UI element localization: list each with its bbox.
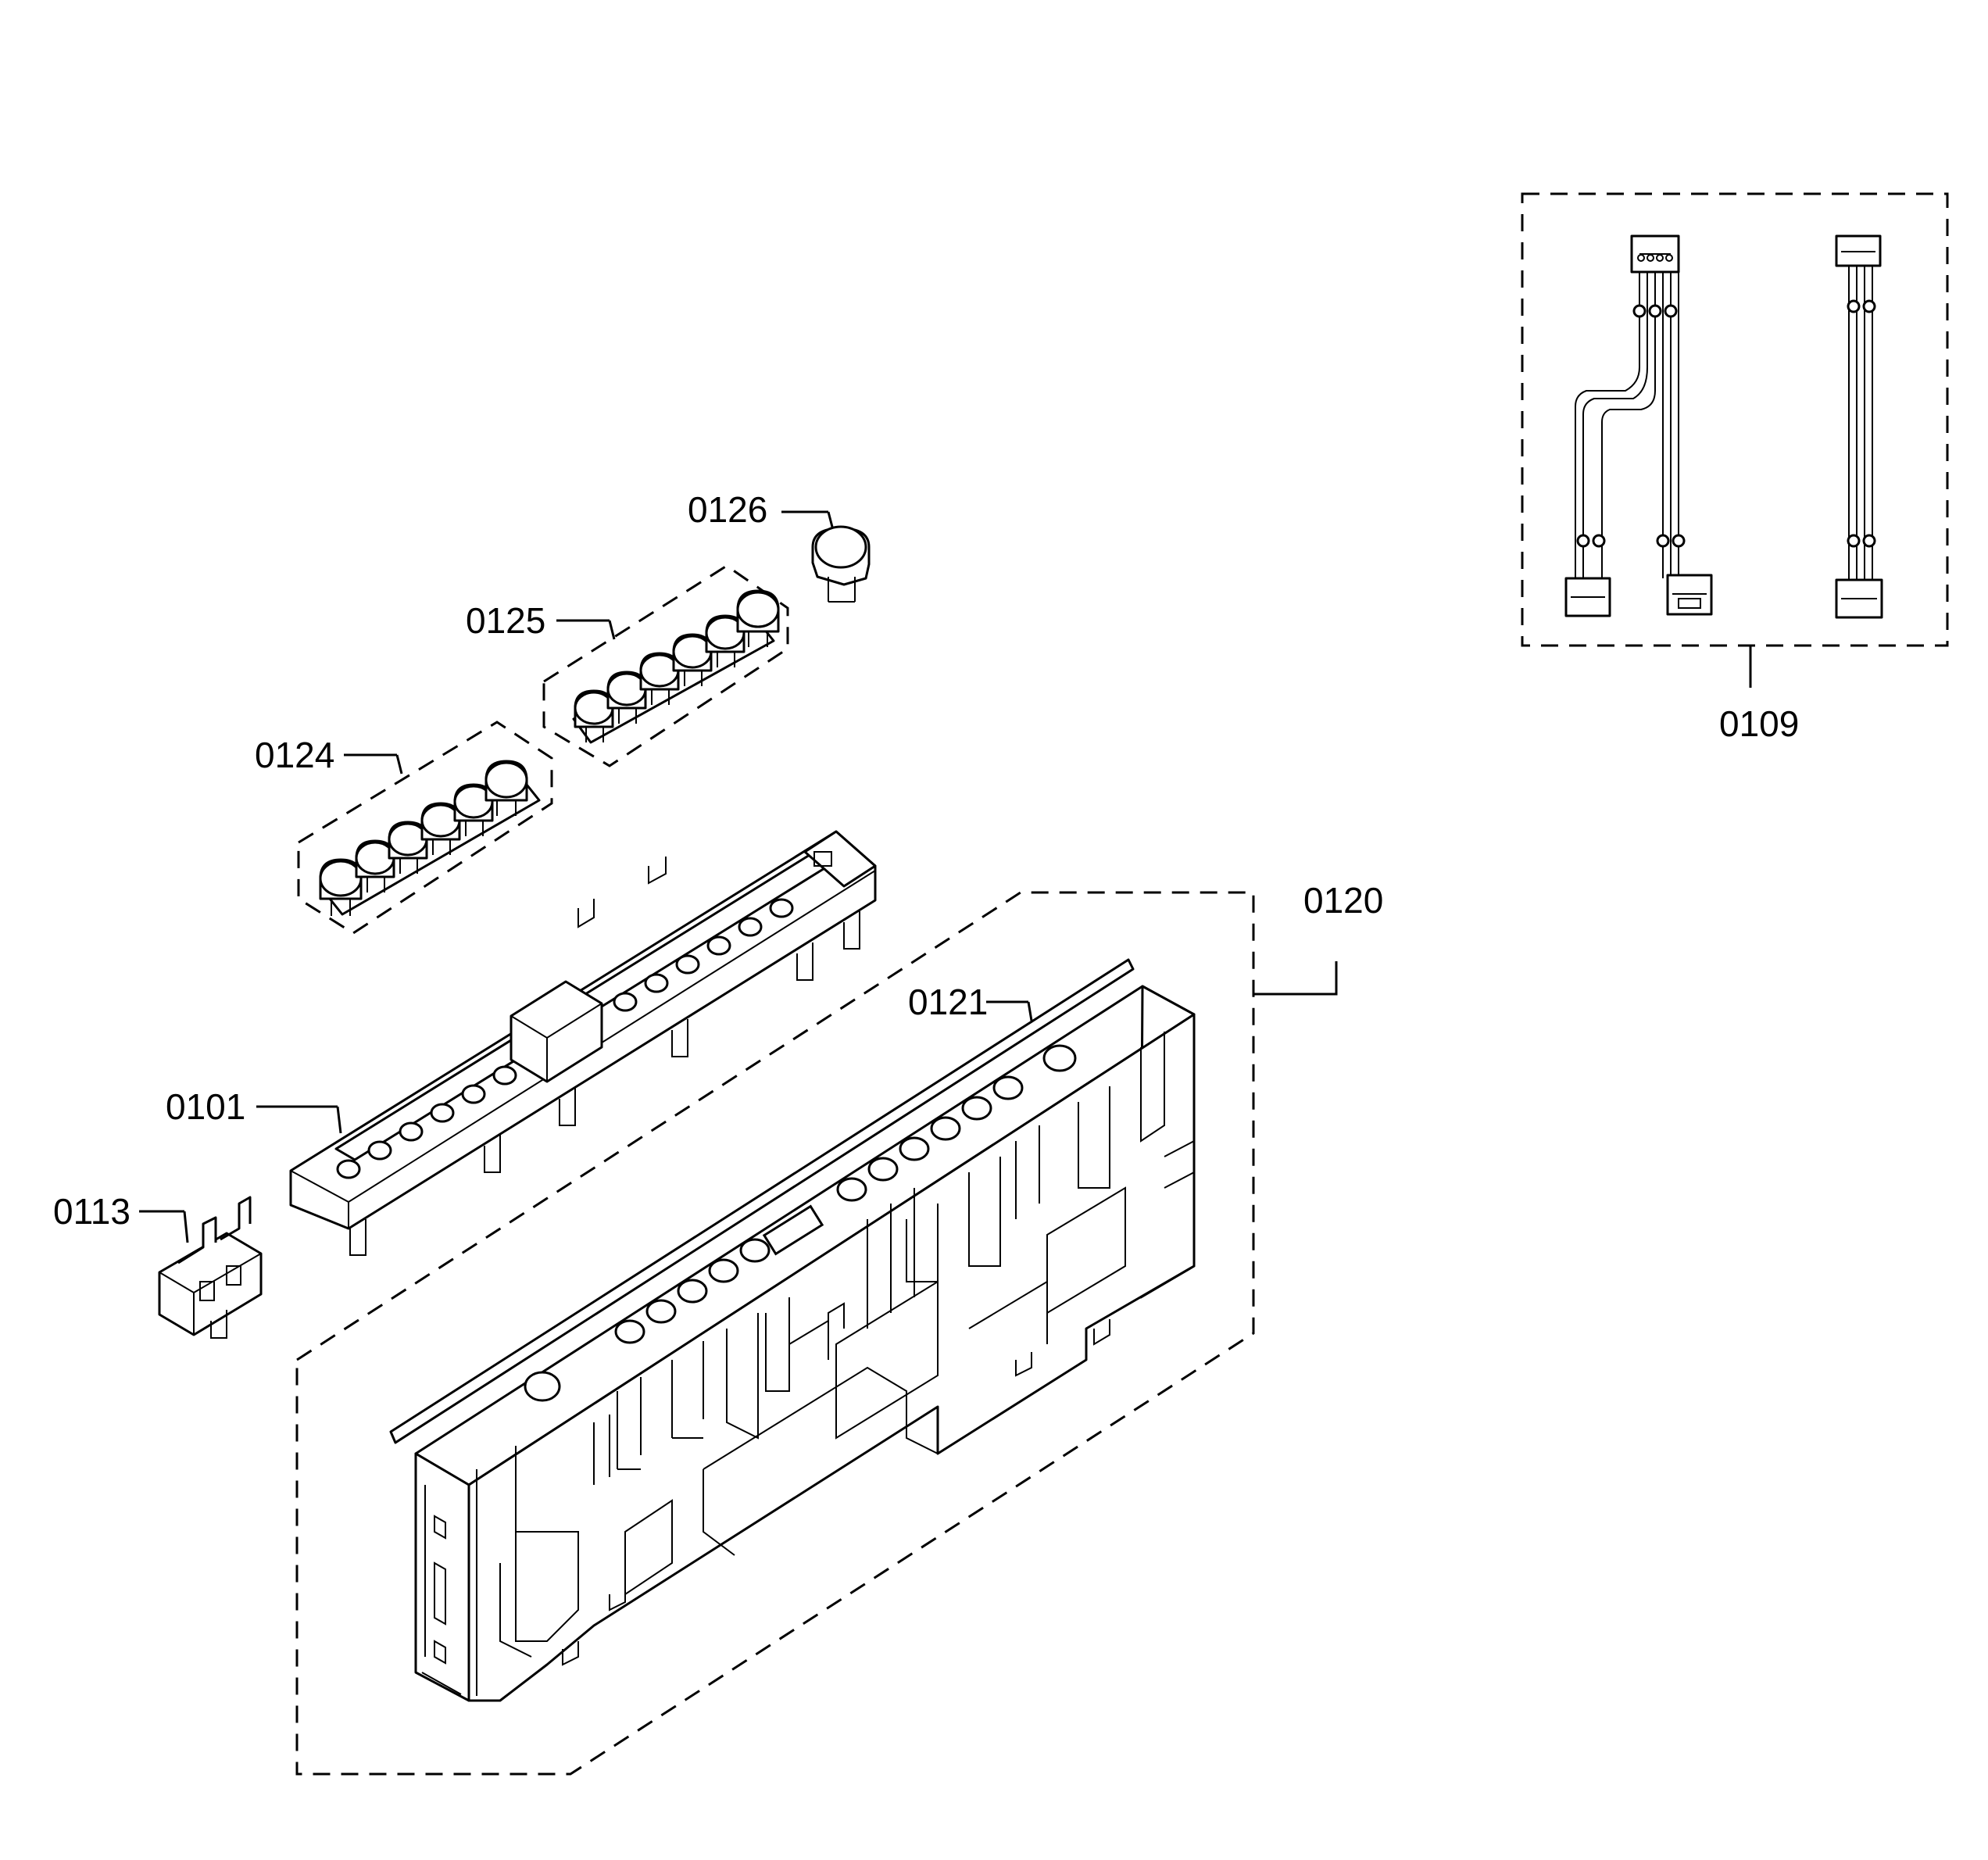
button-strip-0125-box — [542, 564, 789, 767]
harness-left — [1564, 234, 1713, 617]
label-0120: 0120 — [1303, 880, 1383, 921]
part-0120-control-module-group: 0120 0121 — [295, 880, 1383, 1776]
part-0101-button-housing: 0101 — [166, 830, 877, 1256]
button-caps-0125 — [574, 589, 780, 742]
module-front-details — [421, 1485, 462, 1695]
housing-button-holes — [336, 898, 794, 1179]
part-0124-button-strip: 0124 — [255, 721, 553, 935]
housing-clips — [349, 857, 860, 1256]
label-0126: 0126 — [688, 489, 767, 530]
part-0125-button-strip: 0125 — [466, 564, 789, 767]
part-0113-connector: 0113 — [53, 1191, 263, 1339]
module-internal-structure — [476, 1032, 1195, 1696]
label-0121: 0121 — [908, 982, 988, 1022]
control-module-group-box — [295, 891, 1255, 1776]
control-module-body — [414, 985, 1196, 1702]
label-0124: 0124 — [255, 735, 334, 775]
button-caps-0124 — [319, 760, 528, 916]
label-0109: 0109 — [1719, 703, 1799, 744]
label-0125: 0125 — [466, 600, 545, 641]
harness-right — [1835, 234, 1883, 619]
wiring-harness-0109: 0109 — [1521, 192, 1949, 744]
harness-group-box — [1521, 192, 1949, 647]
button-strip-0124-box — [297, 721, 553, 935]
module-button-holes — [524, 1044, 1077, 1402]
label-0101: 0101 — [166, 1086, 245, 1127]
leader-0120 — [1253, 961, 1338, 996]
part-0121-rod: 0121 — [389, 958, 1135, 1444]
part-0126-single-button: 0126 — [688, 489, 871, 603]
label-0113: 0113 — [53, 1191, 131, 1232]
